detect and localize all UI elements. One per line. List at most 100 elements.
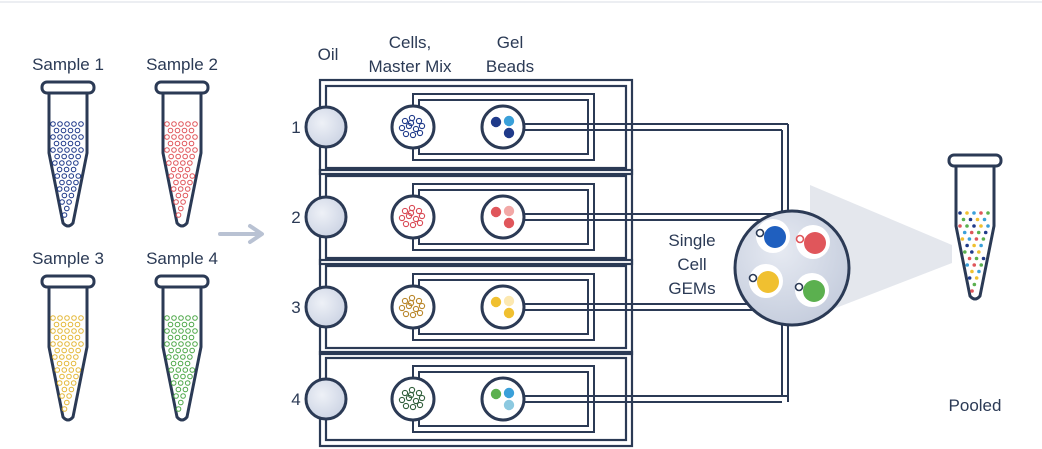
- sample-dot: [185, 134, 191, 140]
- sample-dot: [171, 328, 177, 334]
- column-label-gel-line2: Beads: [486, 57, 534, 76]
- cells-dots: [398, 204, 426, 229]
- sample-dot: [168, 153, 174, 160]
- sample-dot: [188, 127, 195, 134]
- cell-dot: [402, 130, 410, 138]
- cell-dot: [415, 389, 423, 397]
- gel-bead: [490, 206, 502, 218]
- pooled-dot: [968, 217, 973, 222]
- pooled-dot: [979, 263, 984, 267]
- sample-dot: [184, 186, 191, 192]
- beads-well: [480, 376, 526, 422]
- pooled-dot: [965, 211, 969, 215]
- gems-label-line3: GEMs: [668, 279, 715, 298]
- sample-dot: [64, 134, 70, 140]
- sample-dot: [187, 160, 193, 166]
- pooled-dot: [979, 243, 983, 248]
- sample-dot: [73, 373, 79, 380]
- cell-dot: [418, 212, 426, 220]
- sample-dot: [178, 121, 184, 127]
- sample-dot: [67, 127, 74, 134]
- sample-dot: [70, 166, 77, 173]
- pooled-dot: [967, 237, 972, 241]
- sample-dot: [166, 354, 172, 360]
- pooled-dot: [977, 269, 981, 274]
- pooled-dot: [974, 276, 979, 280]
- pooled-tube: [947, 153, 1003, 301]
- sample-dot: [181, 321, 188, 328]
- sample-dot: [173, 354, 179, 360]
- cell-dot: [409, 221, 417, 229]
- beads-well: [480, 284, 526, 330]
- sample-dot: [50, 134, 56, 140]
- sample-dot: [56, 380, 63, 386]
- sample-dot: [170, 166, 177, 173]
- sample-dot: [52, 354, 58, 360]
- cell-dot: [415, 207, 423, 215]
- sample-dot: [189, 367, 196, 373]
- beads-well: [480, 104, 526, 150]
- sample-dot: [60, 127, 67, 134]
- pooled-dot: [981, 237, 986, 241]
- sample-dot: [180, 160, 186, 166]
- sample-dot: [63, 360, 70, 367]
- sample-dot: [63, 380, 70, 386]
- pooled-dot: [970, 289, 974, 293]
- sample-dots: [50, 121, 84, 218]
- cell-dot: [398, 396, 406, 404]
- sample-dot: [67, 321, 74, 328]
- sample-dot: [57, 341, 63, 347]
- sample-dot: [184, 380, 191, 386]
- sample-dot: [71, 134, 77, 140]
- sample-dot: [187, 354, 193, 360]
- sample-dot: [56, 360, 63, 367]
- sample-dot: [175, 406, 182, 412]
- sample-dot: [78, 341, 84, 347]
- sample-dot: [71, 328, 77, 334]
- sample-dot: [177, 186, 184, 192]
- oil-well: [304, 105, 348, 149]
- sample-dot: [59, 179, 65, 186]
- sample-dot: [64, 147, 70, 153]
- cell-dot: [407, 391, 415, 399]
- sample-dot: [185, 121, 191, 127]
- sample-dot: [164, 328, 170, 334]
- sample-dot: [64, 341, 70, 347]
- sample-dot: [59, 373, 65, 380]
- pooled-dots: [958, 211, 990, 293]
- sample-dot: [182, 153, 188, 160]
- sample-dot: [53, 127, 60, 134]
- sample-dot: [60, 140, 67, 147]
- sample-label-1: Sample 1: [32, 55, 104, 74]
- sample-dot: [78, 121, 84, 127]
- gel-bead: [503, 217, 515, 229]
- sample-dot: [54, 153, 60, 160]
- gel-bead: [503, 127, 515, 139]
- gel-bead: [490, 296, 502, 308]
- column-label-gel-line1: Gel: [497, 33, 523, 52]
- sample-dot: [187, 179, 193, 186]
- pooled-dot: [979, 224, 983, 228]
- sample-dot: [71, 121, 77, 127]
- cell-dot: [407, 119, 415, 127]
- sample-dot: [61, 153, 67, 160]
- sample-dot: [68, 192, 75, 199]
- sample-dot: [64, 121, 70, 127]
- sample-dot: [180, 199, 186, 205]
- sample-dot: [180, 179, 186, 186]
- sample-label-4: Sample 4: [146, 249, 218, 268]
- sample-dot: [178, 328, 184, 334]
- sample-dot: [178, 205, 184, 212]
- pooled-tube-body: [947, 153, 1003, 301]
- gem-droplet: [755, 219, 790, 253]
- sample-dot: [57, 134, 63, 140]
- cell-dot: [418, 302, 426, 310]
- sample-label-3: Sample 3: [32, 249, 104, 268]
- pooled-dot: [962, 230, 967, 235]
- sample-dot: [178, 134, 184, 140]
- pooled-dot: [965, 263, 970, 267]
- sample-dot: [164, 147, 170, 153]
- sample-dot: [185, 341, 191, 347]
- channel-4: 4: [291, 350, 788, 448]
